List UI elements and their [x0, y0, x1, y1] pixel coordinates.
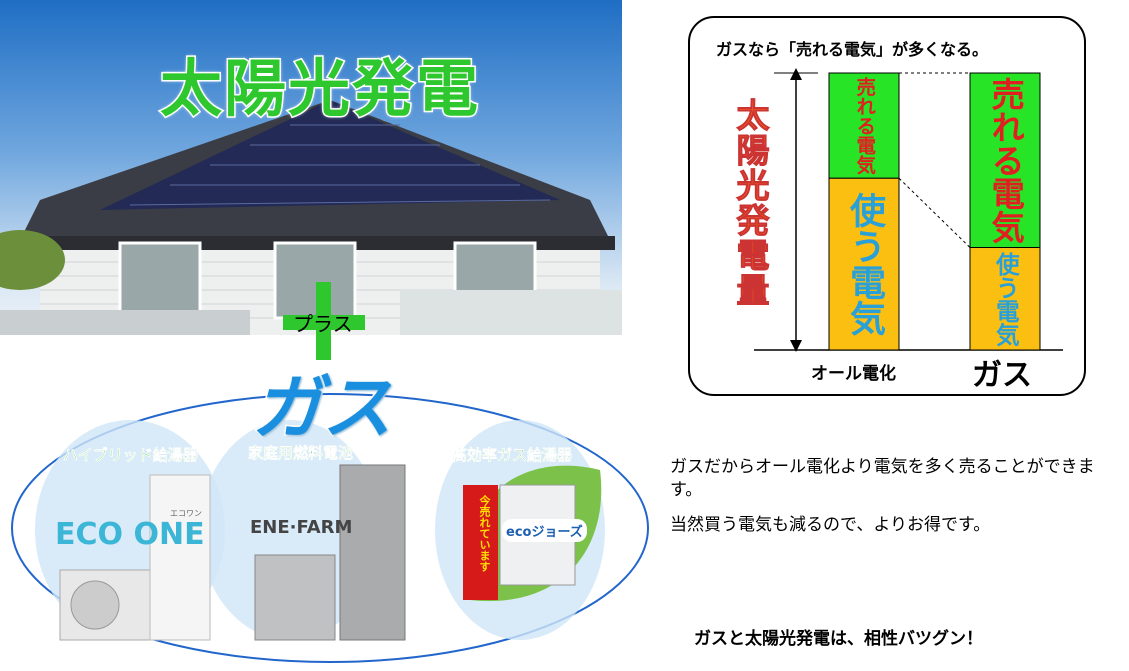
brand-ecoone: ECO ONE: [55, 517, 205, 552]
bar-label-use-0: 使う電気: [844, 192, 885, 337]
conclusion-text: ガスと太陽光発電は、相性バツグン！: [694, 629, 983, 649]
chart-y-label: 太陽光発電量: [731, 98, 771, 309]
bar-use-1: [969, 247, 1041, 351]
description-save: 当然買う電気も減るので、よりお得です。: [670, 515, 991, 535]
connector-boundary: [898, 177, 971, 248]
gas-title: ガス: [251, 366, 394, 451]
bar-label-sell-1: 売れる電気: [985, 77, 1025, 244]
arrow-head-top: [790, 68, 802, 80]
house-photo: [0, 0, 622, 335]
chart-title: ガスなら「売れる電気」が多くなる。: [716, 40, 989, 59]
bar-label-sell-0: 売れる電気: [852, 77, 876, 175]
arrow-head-bottom: [790, 340, 802, 352]
product-label-enefarm: 家庭用燃料電池: [248, 444, 354, 462]
bar-use-0: [828, 177, 900, 351]
badge-selling: 今売れています: [478, 495, 491, 572]
brand-ecojozu: ecoジョーズ: [502, 519, 587, 542]
product-label-ecojozu: 高効率ガス給湯器: [452, 446, 573, 464]
solar-power-title: 太陽光発電: [158, 51, 481, 127]
house-illustration: [0, 100, 622, 335]
brand-enefarm: ENE·FARM: [250, 517, 353, 538]
x-label-all-electric: オール電化: [811, 364, 896, 384]
products-ellipse: [11, 393, 649, 663]
description-sell-more: ガスだからオール電化より電気を多く売ることができます。: [670, 457, 1095, 500]
x-label-gas: ガス: [972, 358, 1032, 393]
plus-label: プラス: [293, 312, 353, 336]
product-label-hybrid: ハイブリッド給湯器: [63, 446, 198, 464]
brand-ecoone-sub: エコワン: [170, 509, 202, 518]
bar-sell-0: [828, 72, 900, 179]
plus-sign-horizontal: [283, 315, 365, 330]
bar-label-use-1: 使う電気: [991, 251, 1020, 346]
chart-plot: [754, 68, 1063, 352]
